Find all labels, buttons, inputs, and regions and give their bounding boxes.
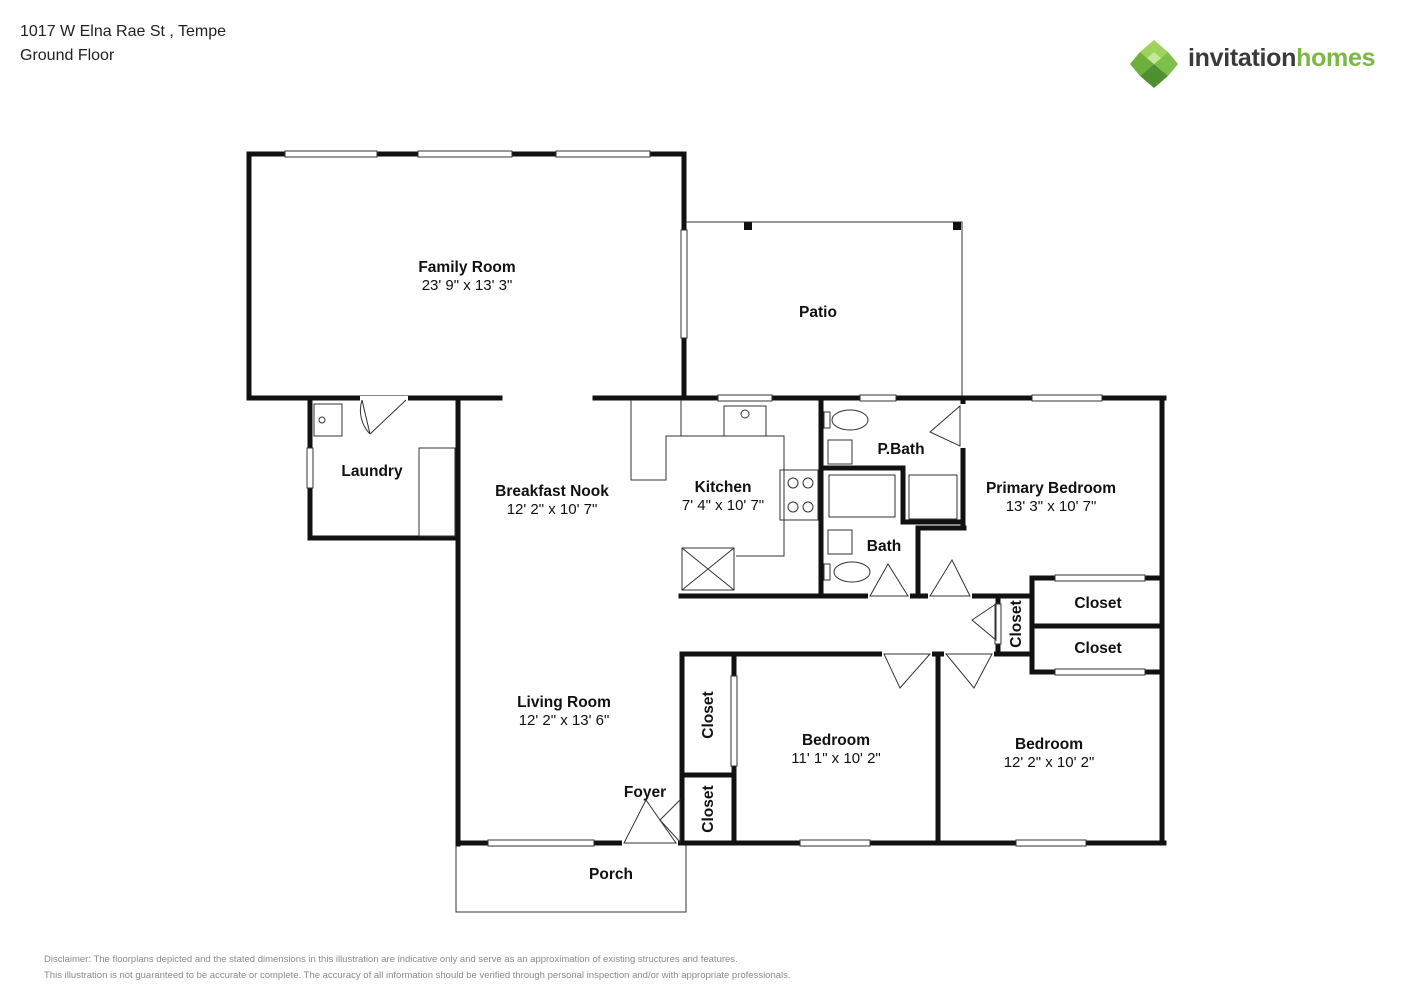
room-patio: Patio <box>799 304 837 322</box>
room-name: Living Room <box>517 694 611 711</box>
bath-fixtures <box>823 409 958 583</box>
room-primary-bedroom: Primary Bedroom 13' 3" x 10' 7" <box>986 480 1116 516</box>
room-dimensions: 23' 9" x 13' 3" <box>421 277 513 294</box>
exterior-outlines <box>455 221 963 913</box>
room-dimensions: 11' 1" x 10' 2" <box>791 750 881 767</box>
room-name: Closet <box>1074 640 1122 657</box>
room-name: Laundry <box>341 463 403 480</box>
disclaimer-line-1: Disclaimer: The floorplans depicted and … <box>44 954 738 965</box>
kitchen-fixtures <box>313 400 819 591</box>
room-laundry: Laundry <box>341 463 402 481</box>
brand-name-part2: homes <box>1296 44 1376 72</box>
floor-label: Ground Floor <box>20 47 115 64</box>
room-name: Closet <box>1074 595 1122 612</box>
room-family-room: Family Room 23' 9" x 13' 3" <box>418 259 515 295</box>
windows <box>284 150 1146 847</box>
room-closet-living: Closet <box>700 691 717 739</box>
room-name: Patio <box>799 304 837 321</box>
patio-post <box>744 222 752 230</box>
room-name: Bedroom <box>801 732 871 749</box>
room-bedroom-1: Bedroom 11' 1" x 10' 2" <box>791 732 881 768</box>
room-dimensions: 12' 2" x 10' 2" <box>1003 754 1095 771</box>
address-line: 1017 W Elna Rae St , Tempe <box>20 23 227 40</box>
room-bedroom-2: Bedroom 12' 2" x 10' 2" <box>1004 736 1095 772</box>
room-pbath: P.Bath <box>877 441 924 459</box>
patio-post <box>953 222 961 230</box>
room-porch: Porch <box>589 866 633 884</box>
room-living-room: Living Room 12' 2" x 13' 6" <box>517 694 611 730</box>
room-name: Family Room <box>418 259 516 276</box>
room-kitchen: Kitchen 7' 4" x 10' 7" <box>682 479 764 515</box>
room-closet-b: Closet <box>1074 640 1121 658</box>
room-name: P.Bath <box>877 441 925 458</box>
room-breakfast-nook: Breakfast Nook 12' 2" x 10' 7" <box>495 483 609 519</box>
room-dimensions: 7' 4" x 10' 7" <box>681 497 765 514</box>
room-name: Bedroom <box>1014 736 1084 753</box>
room-name: Bath <box>866 538 902 555</box>
brand-logo: invitationhomes <box>1128 38 1388 90</box>
diamond-cube-icon <box>1130 40 1178 88</box>
room-closet-foyer: Closet <box>700 785 717 833</box>
brand-name-part1: invitation <box>1188 44 1297 72</box>
disclaimer-line-2: This illustration is not guaranteed to b… <box>44 970 791 981</box>
room-name: Kitchen <box>694 479 752 496</box>
room-foyer: Foyer <box>624 784 666 802</box>
room-name: Breakfast Nook <box>495 483 609 500</box>
room-dimensions: 12' 2" x 10' 7" <box>506 501 598 518</box>
door-swings <box>359 396 997 846</box>
room-dimensions: 12' 2" x 13' 6" <box>518 712 610 729</box>
room-closet-hall: Closet <box>1008 600 1025 648</box>
room-name: Porch <box>589 866 633 883</box>
room-name: Primary Bedroom <box>985 480 1117 497</box>
brand-name: invitationhomes <box>1188 44 1376 73</box>
room-name: Foyer <box>623 784 667 801</box>
room-dimensions: 13' 3" x 10' 7" <box>1005 498 1097 515</box>
room-closet-a: Closet <box>1074 595 1121 613</box>
room-bath: Bath <box>867 538 901 556</box>
